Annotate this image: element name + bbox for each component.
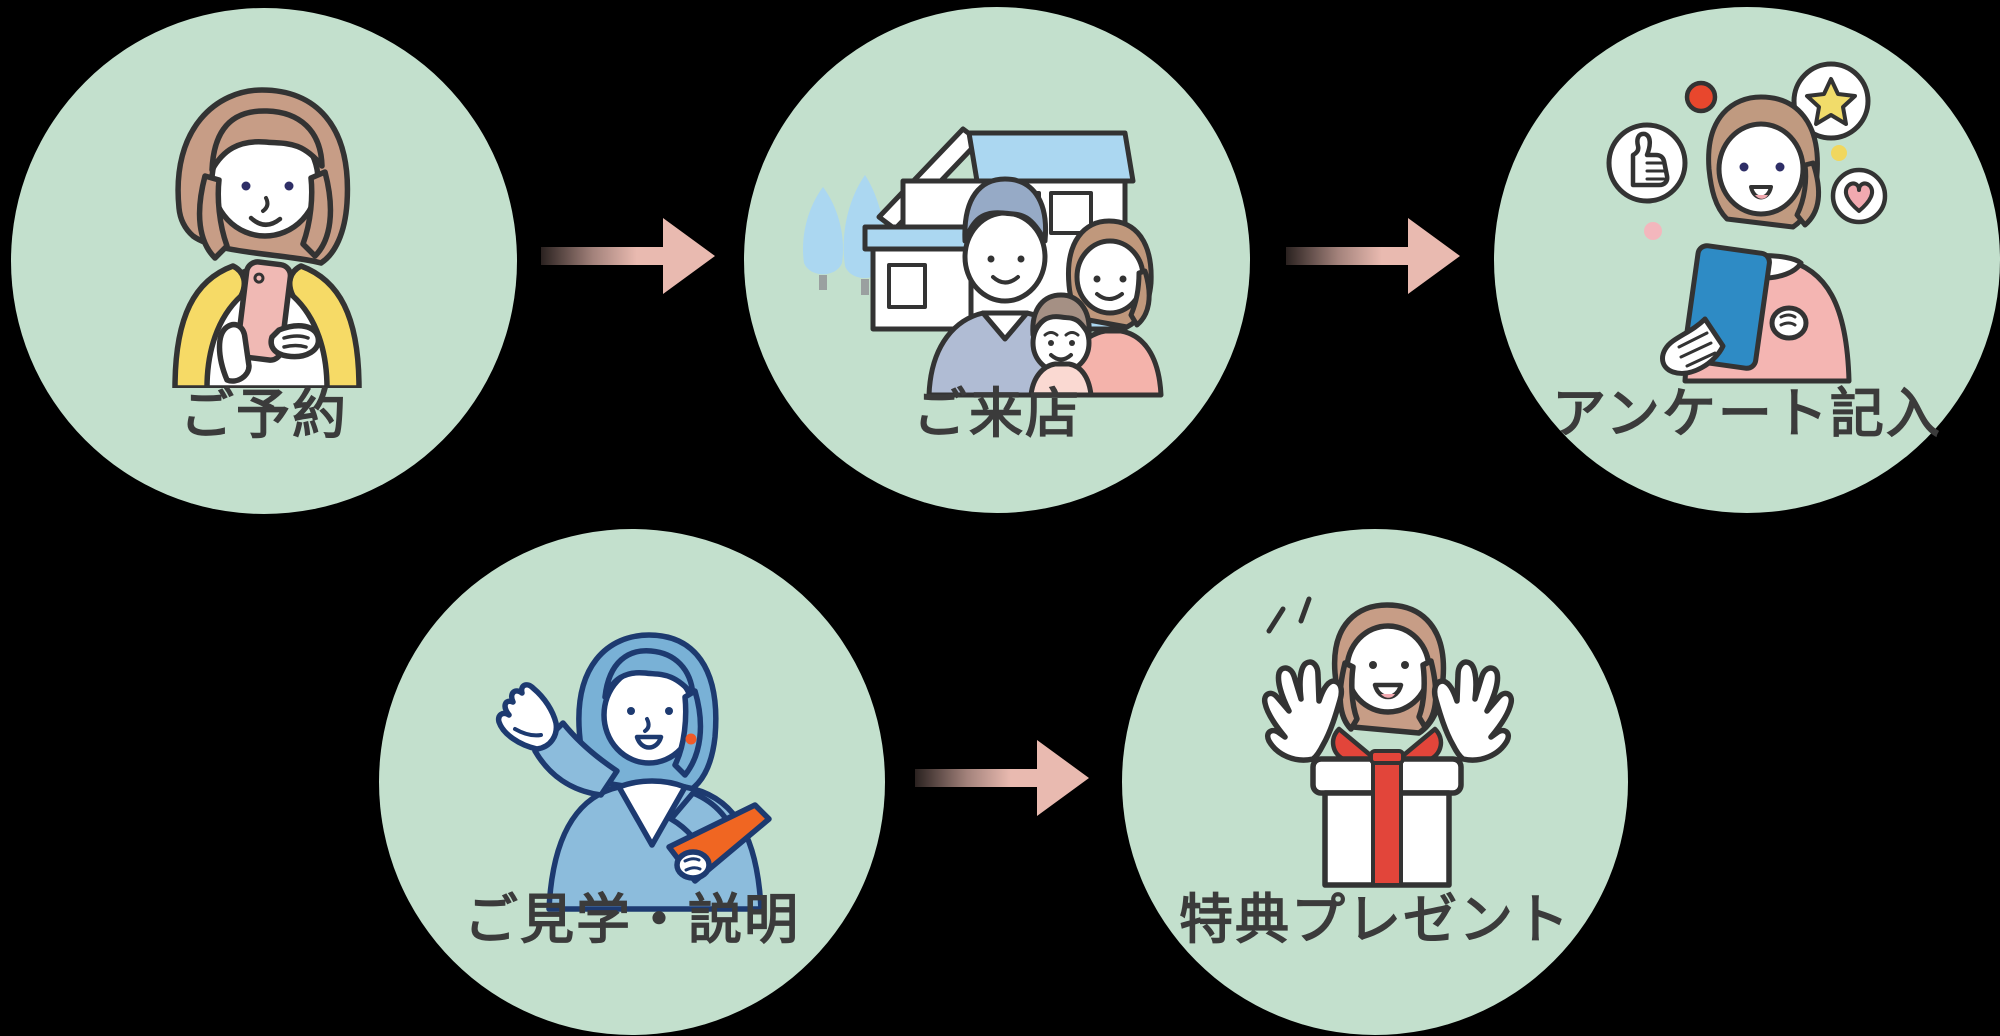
thumbs-up-icon (1606, 122, 1688, 204)
step-3-circle: アンケート記入 (1494, 7, 2000, 513)
step-5-label: 特典プレゼント (1179, 888, 1571, 951)
sparkle-icon (1266, 596, 1312, 634)
open-hands-icon (1261, 662, 1512, 760)
family-in-front-of-house-illustration (802, 126, 1164, 398)
red-dot (1684, 80, 1718, 114)
flow-arrow-2-right-icon (1286, 218, 1460, 294)
woman-booking-on-smartphone-illustration (172, 87, 362, 388)
step-1-circle: ご予約 (11, 8, 517, 514)
step-1-label: ご予約 (180, 383, 348, 446)
earring (685, 733, 697, 745)
child-figure (1028, 292, 1094, 398)
step-4-label: ご見学・説明 (464, 888, 800, 951)
flow-arrow-3-right-icon (915, 740, 1089, 816)
flow-arrow-1-right-icon (541, 218, 715, 294)
pink-dot (1644, 222, 1662, 240)
step-2-label: ご来店 (913, 382, 1081, 445)
staff-woman-explaining-illustration (495, 632, 772, 912)
step-4-circle: ご見学・説明 (379, 529, 885, 1035)
step-3-label: アンケート記入 (1552, 382, 1942, 445)
star-icon (1791, 61, 1871, 141)
excited-woman-gift-illustration (1261, 596, 1555, 888)
yellow-dot (1831, 145, 1847, 161)
open-palm-hand (495, 682, 560, 752)
step-5-circle: 特典プレゼント (1122, 529, 1628, 1035)
step-2-circle: ご来店 (744, 7, 1250, 513)
woman-filling-survey-illustration (1606, 61, 1888, 384)
gift-box-icon (1310, 726, 1464, 888)
heart-icon (1830, 167, 1888, 225)
